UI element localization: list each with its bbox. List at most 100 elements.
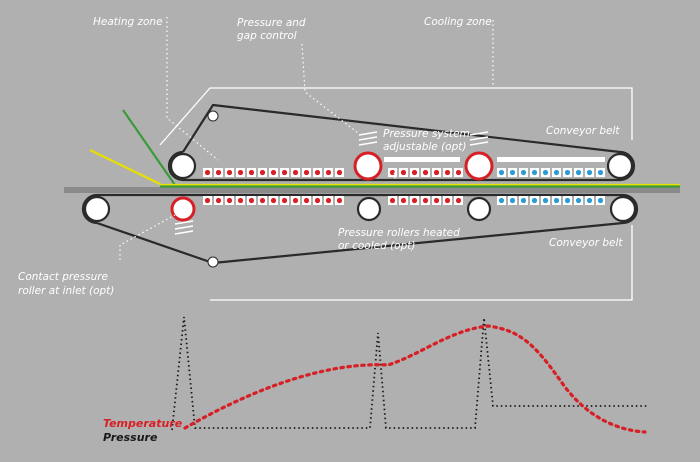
heating-element-dot: [303, 169, 310, 176]
heating-element-dot: [281, 169, 288, 176]
pressure-roller-top-1: [353, 151, 383, 181]
heating-element-dot: [455, 197, 462, 204]
cooling-element-dot: [586, 169, 593, 176]
heating-element-dot: [215, 169, 222, 176]
pressure-system-label-1: Pressure system: [383, 128, 470, 140]
heating-element-dot: [433, 169, 440, 176]
pressure-legend: Pressure: [103, 431, 158, 444]
heating-element-dot: [226, 197, 233, 204]
heating-element-dot: [389, 197, 396, 204]
heating-element-dot: [314, 169, 321, 176]
rollers: [83, 152, 637, 223]
incoming-material: [89, 109, 680, 188]
heating-element-dot: [336, 169, 343, 176]
heating-element-dot: [303, 197, 310, 204]
upper-conveyor-belt: [167, 103, 636, 182]
heating-element-dot: [270, 197, 277, 204]
heating-element-dot: [204, 169, 211, 176]
base-plate: [64, 187, 680, 193]
cooling-element-dot: [564, 197, 571, 204]
cooling-elements-top: [497, 168, 605, 177]
cooling-element-dot: [509, 169, 516, 176]
contact-pressure-label-1: Contact pressure: [18, 271, 108, 283]
pressure-curve: [171, 316, 648, 431]
heating-element-dot: [400, 197, 407, 204]
heating-element-dot: [411, 169, 418, 176]
leader-lines: [119, 17, 494, 260]
roller-top-left: [169, 152, 197, 180]
heating-element-dot: [259, 197, 266, 204]
cooling-element-dot: [542, 197, 549, 204]
heating-element-dot: [204, 197, 211, 204]
pressure-roller-top-2: [464, 151, 494, 181]
cooling-element-dot: [575, 197, 582, 204]
cooling-element-dot: [564, 169, 571, 176]
heating-element-dot: [455, 169, 462, 176]
roller-bottom-left: [83, 195, 111, 223]
heating-element-dot: [411, 197, 418, 204]
cooling-elements-bottom: [497, 196, 605, 205]
roller-top-right: [606, 152, 634, 180]
heating-element-dot: [248, 197, 255, 204]
heated-pressure-rollers: [170, 151, 494, 222]
cooling-element-dot: [542, 169, 549, 176]
cooling-element-dot: [597, 197, 604, 204]
pressure-gap-label-2: gap control: [237, 30, 297, 42]
pressure-rollers-label-1: Pressure rollers heated: [338, 227, 460, 239]
temperature-legend: Temperature: [103, 417, 183, 430]
heating-elements-bottom: [203, 196, 463, 205]
cooling-zone-label: Cooling zone: [424, 16, 492, 28]
cooling-element-dot: [597, 169, 604, 176]
cooling-element-dot: [531, 197, 538, 204]
heating-element-dot: [237, 197, 244, 204]
heating-element-dot: [248, 169, 255, 176]
heating-element-dot: [259, 169, 266, 176]
cooling-element-dot: [498, 169, 505, 176]
cooling-element-dot: [553, 197, 560, 204]
pressure-system-label-2: adjustable (opt): [383, 141, 466, 153]
heating-elements-top: [203, 168, 463, 177]
heating-element-dot: [292, 169, 299, 176]
heating-element-dot: [422, 197, 429, 204]
temperature-curve: [183, 324, 647, 434]
heating-element-dot: [325, 169, 332, 176]
heating-element-dot: [226, 169, 233, 176]
pressure-roller-bottom-2: [466, 196, 492, 222]
heating-element-dot: [400, 169, 407, 176]
cooling-element-dot: [531, 169, 538, 176]
pressure-system-bars: [384, 157, 605, 162]
heating-zone-label: Heating zone: [93, 16, 163, 28]
heating-element-dot: [444, 197, 451, 204]
pressure-gap-label-1: Pressure and: [237, 17, 306, 29]
cooling-element-dot: [498, 197, 505, 204]
heating-element-dot: [422, 169, 429, 176]
pressure-roller-bottom-1: [356, 196, 382, 222]
heating-element-dot: [314, 197, 321, 204]
cooling-element-dot: [509, 197, 516, 204]
tension-pulleys: [207, 110, 219, 268]
heating-element-dot: [433, 197, 440, 204]
heating-element-dot: [325, 197, 332, 204]
machine-frame: [159, 87, 633, 301]
contact-pressure-roller: [170, 196, 196, 222]
heating-element-dot: [237, 169, 244, 176]
cooling-element-dot: [586, 197, 593, 204]
cooling-element-dot: [520, 169, 527, 176]
roller-bottom-right: [609, 195, 637, 223]
heating-element-dot: [336, 197, 343, 204]
spring-icons: [174, 131, 489, 235]
heating-element-dot: [444, 169, 451, 176]
heating-element-dot: [270, 169, 277, 176]
cooling-element-dot: [520, 197, 527, 204]
heating-element-dot: [281, 197, 288, 204]
cooling-element-dot: [575, 169, 582, 176]
heating-element-dot: [389, 169, 396, 176]
heating-element-dot: [215, 197, 222, 204]
pressure-rollers-label-2: or cooled (opt): [338, 240, 415, 252]
contact-pressure-label-2: roller at inlet (opt): [18, 285, 114, 297]
conveyor-belt-top-label: Conveyor belt: [546, 125, 620, 137]
cooling-element-dot: [553, 169, 560, 176]
conveyor-belt-bottom-label: Conveyor belt: [549, 237, 623, 249]
